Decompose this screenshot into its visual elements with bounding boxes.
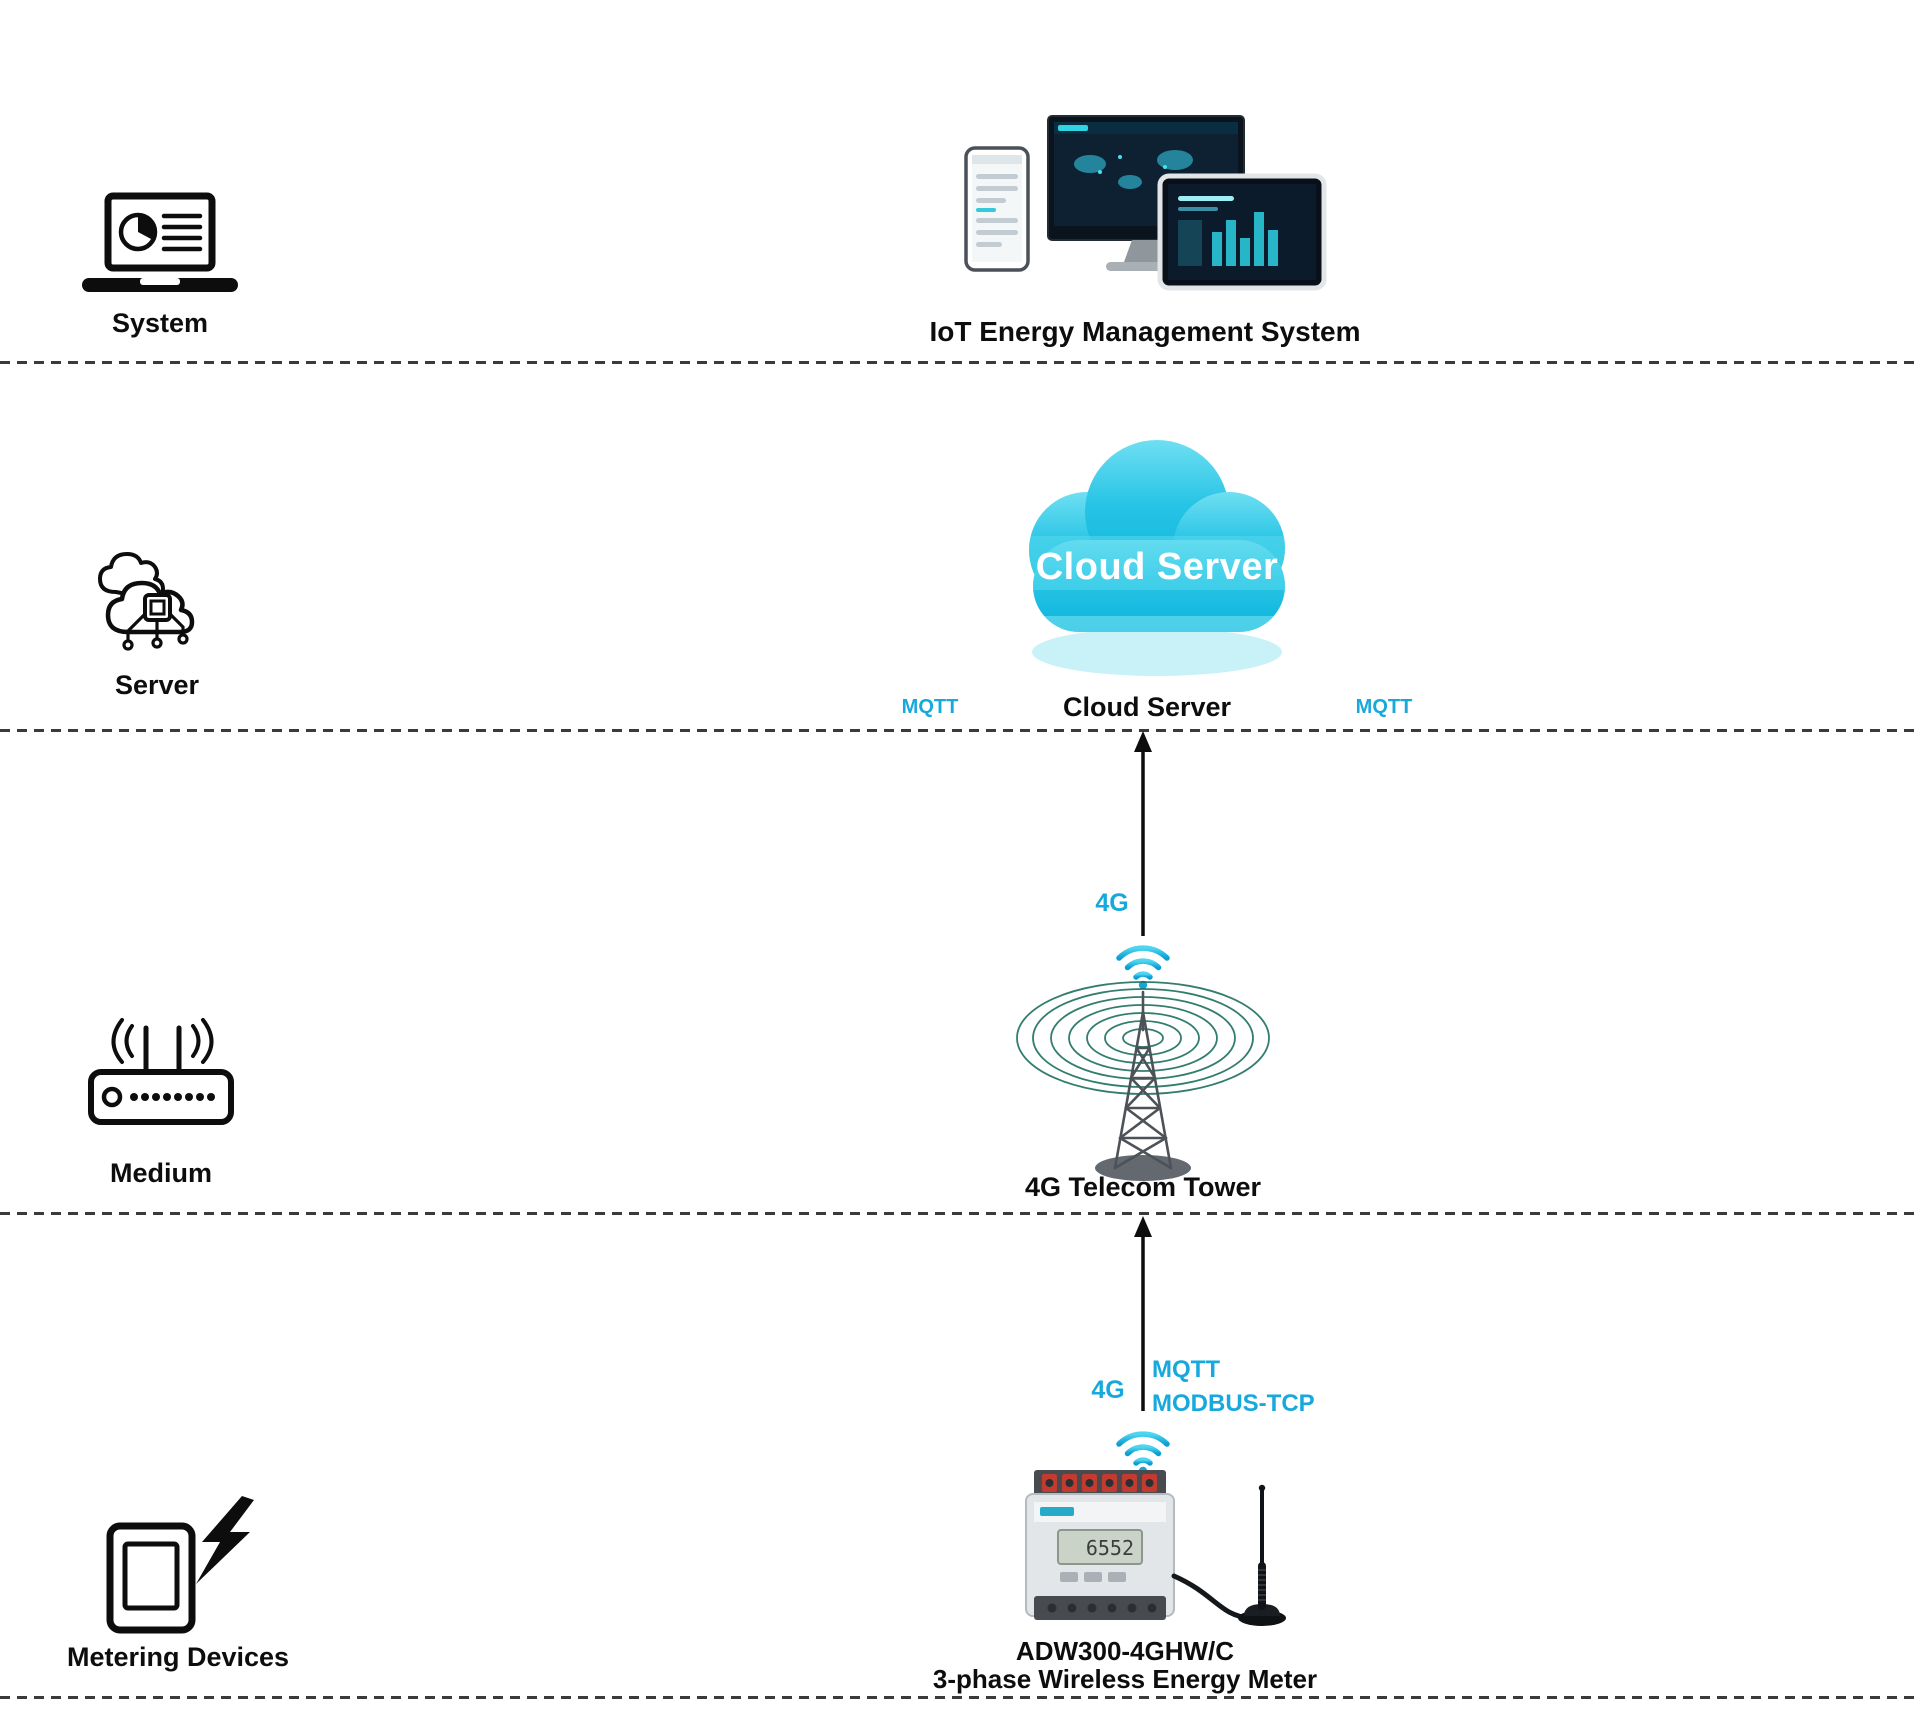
cloud-server-title: Cloud Server [1035,546,1279,588]
medium-row-label: Medium [109,1158,213,1188]
tower-caption: 4G Telecom Tower [1024,1172,1262,1202]
protocol-mqtt-label: MQTT [1152,1356,1220,1383]
adw300-meter-photo: 6552 [1025,1470,1286,1626]
system-row-label: System [111,308,209,338]
divider-server-medium [0,729,1920,732]
divider-system-server [0,361,1920,364]
mqtt-left-label: MQTT [901,696,959,718]
energy-meter-icon [106,1496,254,1634]
protocol-modbus-label: MODBUS-TCP [1152,1390,1315,1417]
ems-devices-illustration [964,115,1327,291]
meter-name-caption: 3-phase Wireless Energy Meter [932,1664,1318,1694]
uplink-arrow-tower-to-cloud [1134,731,1152,936]
telecom-tower-graphic [1016,981,1270,1181]
cloud-network-icon [98,552,195,651]
link-4g-label-lower: 4G [1091,1376,1125,1404]
uplink-arrow-meter-to-tower [1134,1216,1152,1411]
link-4g-label-upper: 4G [1095,889,1129,917]
mqtt-right-label: MQTT [1355,696,1413,718]
meter-lcd-reading: 6552 [1086,1536,1134,1560]
router-icon [88,1018,234,1125]
metering-row-label: Metering Devices [66,1642,290,1672]
server-row-label: Server [114,670,200,700]
divider-medium-metering [0,1212,1920,1215]
meter-model-caption: ADW300-4GHW/C [1015,1636,1235,1666]
cloud-server-graphic [1029,440,1285,676]
cloud-server-caption: Cloud Server [1062,692,1232,722]
wifi-signal-icon-upper [1116,945,1170,990]
divider-bottom [0,1696,1920,1699]
ems-title: IoT Energy Management System [929,316,1361,347]
laptop-chart-icon [82,192,238,292]
